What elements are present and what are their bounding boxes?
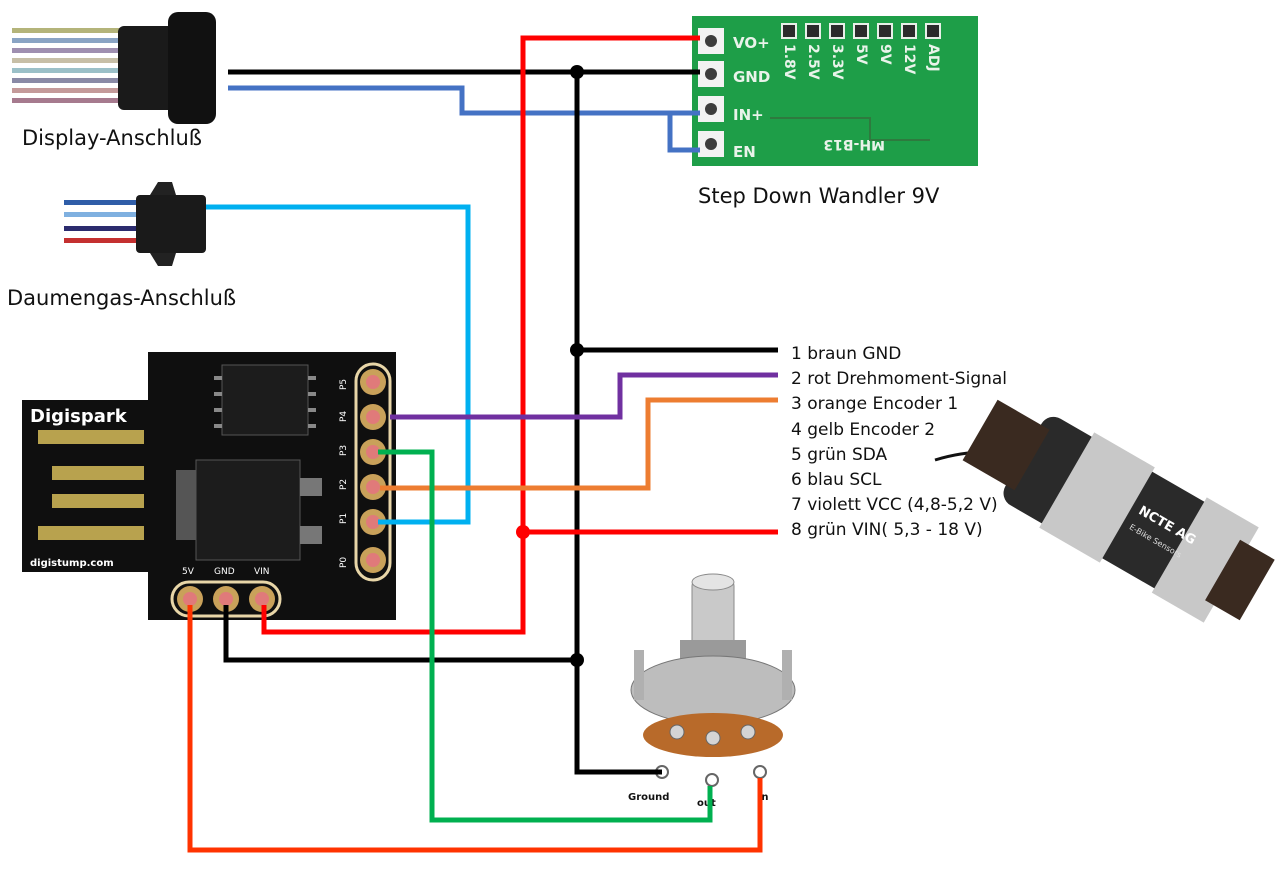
- sensor-ring-left: [1039, 432, 1155, 563]
- voltage-5: 5V: [853, 44, 869, 65]
- label-stepdown: Step Down Wandler 9V: [698, 184, 940, 208]
- digispark-url: digistump.com: [30, 558, 114, 569]
- pin-label-p4: P4: [339, 411, 349, 422]
- pin-label-p5: P5: [339, 379, 349, 390]
- sensor-pin-8: 8 grün VIN( 5,3 - 18 V): [791, 520, 983, 541]
- stepdown-board: VO+ GND IN+ EN 1.8V 2.5V 3.3V 5V 9V 12V …: [692, 16, 978, 166]
- stepdown-voltage-labels: 1.8V 2.5V 3.3V 5V 9V 12V ADJ: [781, 44, 941, 80]
- potentiometer: Ground out in: [628, 573, 796, 809]
- sensor-pin-legend: 1 braun GND 2 rot Drehmoment-Signal 3 or…: [791, 342, 1007, 544]
- digispark-board: Digispark digistump.com P5 P4 P3 P2 P1 P…: [22, 352, 396, 620]
- sensor-pin-6: 6 blau SCL: [791, 470, 882, 491]
- voltage-3-3: 3.3V: [829, 44, 845, 80]
- stepdown-model: MH-B13: [823, 136, 885, 152]
- wire-torque-signal: [390, 372, 778, 420]
- voltage-1-8: 1.8V: [781, 44, 797, 80]
- digispark-title: Digispark: [30, 406, 128, 427]
- voltage-2-5: 2.5V: [805, 44, 821, 80]
- wire-throttle-signal: [206, 204, 471, 525]
- pin-label-gnd: GND: [733, 68, 770, 86]
- voltage-regulator: [195, 459, 301, 561]
- usb-contacts: [38, 430, 144, 540]
- sensor-pin-3: 3 orange Encoder 1: [791, 394, 959, 415]
- sensor-pin-4: 4 gelb Encoder 2: [791, 419, 936, 440]
- attiny-chip: [221, 364, 309, 436]
- pin-label-in: IN+: [733, 106, 764, 124]
- wire-display-in: [228, 85, 700, 153]
- pin-label-vo: VO+: [733, 34, 770, 52]
- wire-encoder: [380, 397, 778, 491]
- thumb-connector: [64, 182, 206, 266]
- wire-ds-gnd: [223, 605, 577, 663]
- wire-pot-in: [187, 605, 763, 853]
- pot-label-in: in: [758, 792, 769, 803]
- label-display: Display-Anschluß: [22, 126, 202, 150]
- sensor-spline-left: [962, 399, 1050, 491]
- sensor-pin-2: 2 rot Drehmoment-Signal: [791, 369, 1008, 390]
- wire-pot-out: [378, 449, 713, 823]
- pin-label-vin: VIN: [254, 567, 270, 577]
- stepdown-pin-labels: VO+ GND IN+ EN: [733, 34, 770, 161]
- sensor-pin-1: 1 braun GND: [791, 344, 902, 364]
- stepdown-jumpers: [781, 23, 941, 39]
- label-thumb: Daumengas-Anschluß: [7, 286, 237, 310]
- pin-label-en: EN: [733, 143, 756, 161]
- voltage-adj: ADJ: [925, 44, 941, 72]
- pin-label-p2: P2: [339, 479, 349, 490]
- sensor-ring-right: [1151, 497, 1259, 623]
- junctions: [516, 65, 584, 667]
- display-connector: [12, 12, 216, 124]
- sensor-pin-5: 5 grün SDA: [791, 444, 888, 465]
- digispark-header-right: [354, 362, 392, 582]
- voltage-12: 12V: [901, 44, 917, 74]
- pin-label-p0: P0: [339, 557, 349, 568]
- digispark-usb-tab: [22, 400, 156, 572]
- pin-label-p3: P3: [339, 445, 349, 456]
- pin-label-5v: 5V: [182, 567, 195, 577]
- wire-gnd-bus: [574, 72, 662, 775]
- display-plug-head: [168, 12, 216, 124]
- pot-label-out: out: [697, 798, 716, 809]
- display-cable: [12, 28, 122, 103]
- digispark-right-pin-labels: P5 P4 P3 P2 P1 P0: [339, 379, 349, 568]
- voltage-9: 9V: [877, 44, 893, 65]
- thumb-plug-body: [136, 195, 206, 253]
- pin-label-p1: P1: [339, 513, 349, 524]
- pot-label-ground: Ground: [628, 792, 669, 803]
- sensor-spline-right: [1205, 539, 1275, 621]
- wires: [187, 35, 778, 853]
- digispark-bottom-pin-labels: 5V GND VIN: [182, 567, 270, 577]
- pin-label-gnd-ds: GND: [214, 567, 235, 577]
- torque-sensor: NCTE AG E-Bike Sensors: [934, 399, 1275, 623]
- wire-vo-red: [261, 35, 700, 635]
- display-plug-body: [118, 26, 176, 110]
- stepdown-pcb: [692, 16, 978, 166]
- sensor-pin-7: 7 violett VCC (4,8-5,2 V): [791, 495, 998, 516]
